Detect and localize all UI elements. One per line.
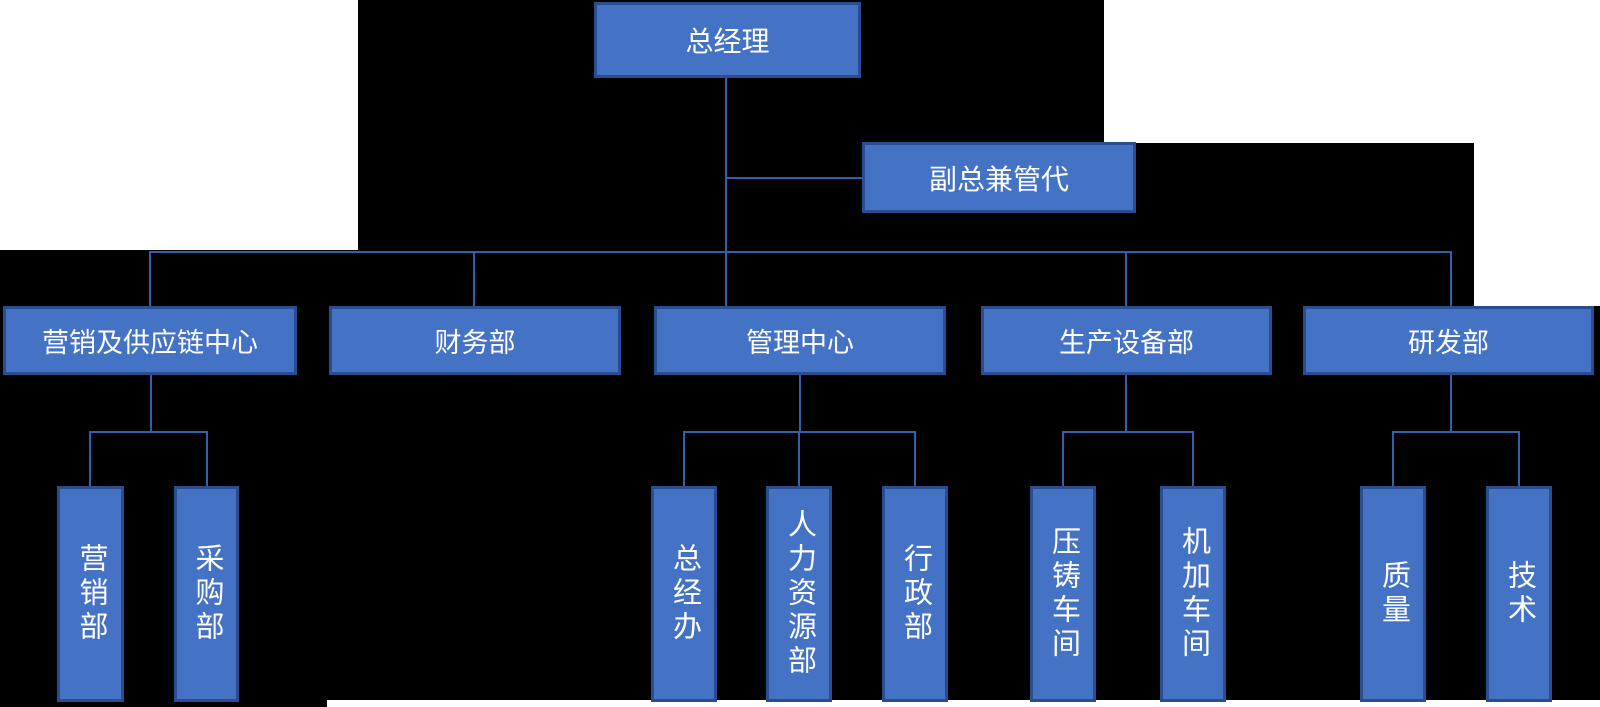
box-dept-management-center: 管理中心 [654, 306, 946, 375]
sub-dept-label: 行政部 [899, 543, 932, 645]
dept-label: 营销及供应链中心 [42, 328, 258, 358]
connector-g1-rail [89, 431, 208, 433]
box-dept-rnd: 研发部 [1303, 306, 1594, 375]
page-bg-bottom-strip [327, 700, 1600, 707]
box-general-manager: 总经理 [594, 2, 861, 78]
box-dept-marketing-supply-chain: 营销及供应链中心 [3, 306, 297, 375]
connector-g1-child2-drop [206, 431, 208, 486]
dept-label: 研发部 [1408, 328, 1489, 358]
page-bg-top-left [0, 0, 358, 250]
box-sub-gm-office: 总经办 [651, 486, 717, 702]
deputy-gm-label: 副总兼管代 [928, 163, 1069, 195]
dept-label: 生产设备部 [1059, 328, 1194, 358]
connector-g5-rail [1392, 431, 1519, 433]
connector-g3-parent-drop [799, 375, 801, 433]
connector-drop-dept4 [1125, 251, 1127, 306]
connector-g3-child2-drop [798, 431, 800, 486]
box-sub-machining: 机加车间 [1160, 486, 1226, 702]
connector-g5-child1-drop [1392, 431, 1394, 486]
sub-dept-label: 压铸车间 [1047, 526, 1080, 662]
connector-root-drop [725, 78, 727, 306]
box-sub-technology: 技术 [1486, 486, 1552, 702]
box-dept-finance: 财务部 [329, 306, 621, 375]
connector-g1-child1-drop [89, 431, 91, 486]
connector-g5-child2-drop [1518, 431, 1520, 486]
sub-dept-label: 技术 [1503, 560, 1536, 628]
sub-dept-label: 总经办 [668, 543, 701, 645]
box-sub-marketing: 营销部 [57, 486, 124, 702]
dept-label: 财务部 [434, 328, 516, 358]
box-sub-die-casting: 压铸车间 [1030, 486, 1096, 702]
box-deputy-gm: 副总兼管代 [862, 142, 1136, 213]
page-bg-top-right [1104, 0, 1600, 143]
connector-g4-parent-drop [1125, 375, 1127, 433]
connector-g4-child2-drop [1192, 431, 1194, 486]
box-sub-hr: 人力资源部 [766, 486, 832, 702]
connector-g3-child1-drop [683, 431, 685, 486]
sub-dept-label: 采购部 [191, 543, 223, 645]
connector-g5-parent-drop [1450, 375, 1452, 433]
dept-label: 管理中心 [746, 328, 854, 358]
sub-dept-label: 营销部 [75, 543, 107, 645]
page-bg-right-notch [1474, 143, 1600, 306]
connector-drop-dept1 [149, 251, 151, 306]
connector-drop-dept2 [473, 251, 475, 306]
sub-dept-label: 质量 [1377, 560, 1410, 628]
connector-g4-rail [1062, 431, 1194, 433]
connector-drop-dept5 [1450, 251, 1452, 306]
box-dept-production-equipment: 生产设备部 [981, 306, 1272, 375]
connector-g4-child1-drop [1062, 431, 1064, 486]
box-sub-quality: 质量 [1360, 486, 1426, 702]
general-manager-label: 总经理 [685, 26, 770, 57]
connector-g3-child3-drop [914, 431, 916, 486]
box-sub-admin: 行政部 [882, 486, 948, 702]
sub-dept-label: 人力资源部 [783, 509, 816, 679]
connector-deputy-stub [726, 177, 862, 179]
connector-level2-rail [149, 251, 1452, 253]
sub-dept-label: 机加车间 [1177, 526, 1210, 662]
box-sub-procurement: 采购部 [174, 486, 239, 702]
connector-g1-parent-drop [150, 375, 152, 433]
